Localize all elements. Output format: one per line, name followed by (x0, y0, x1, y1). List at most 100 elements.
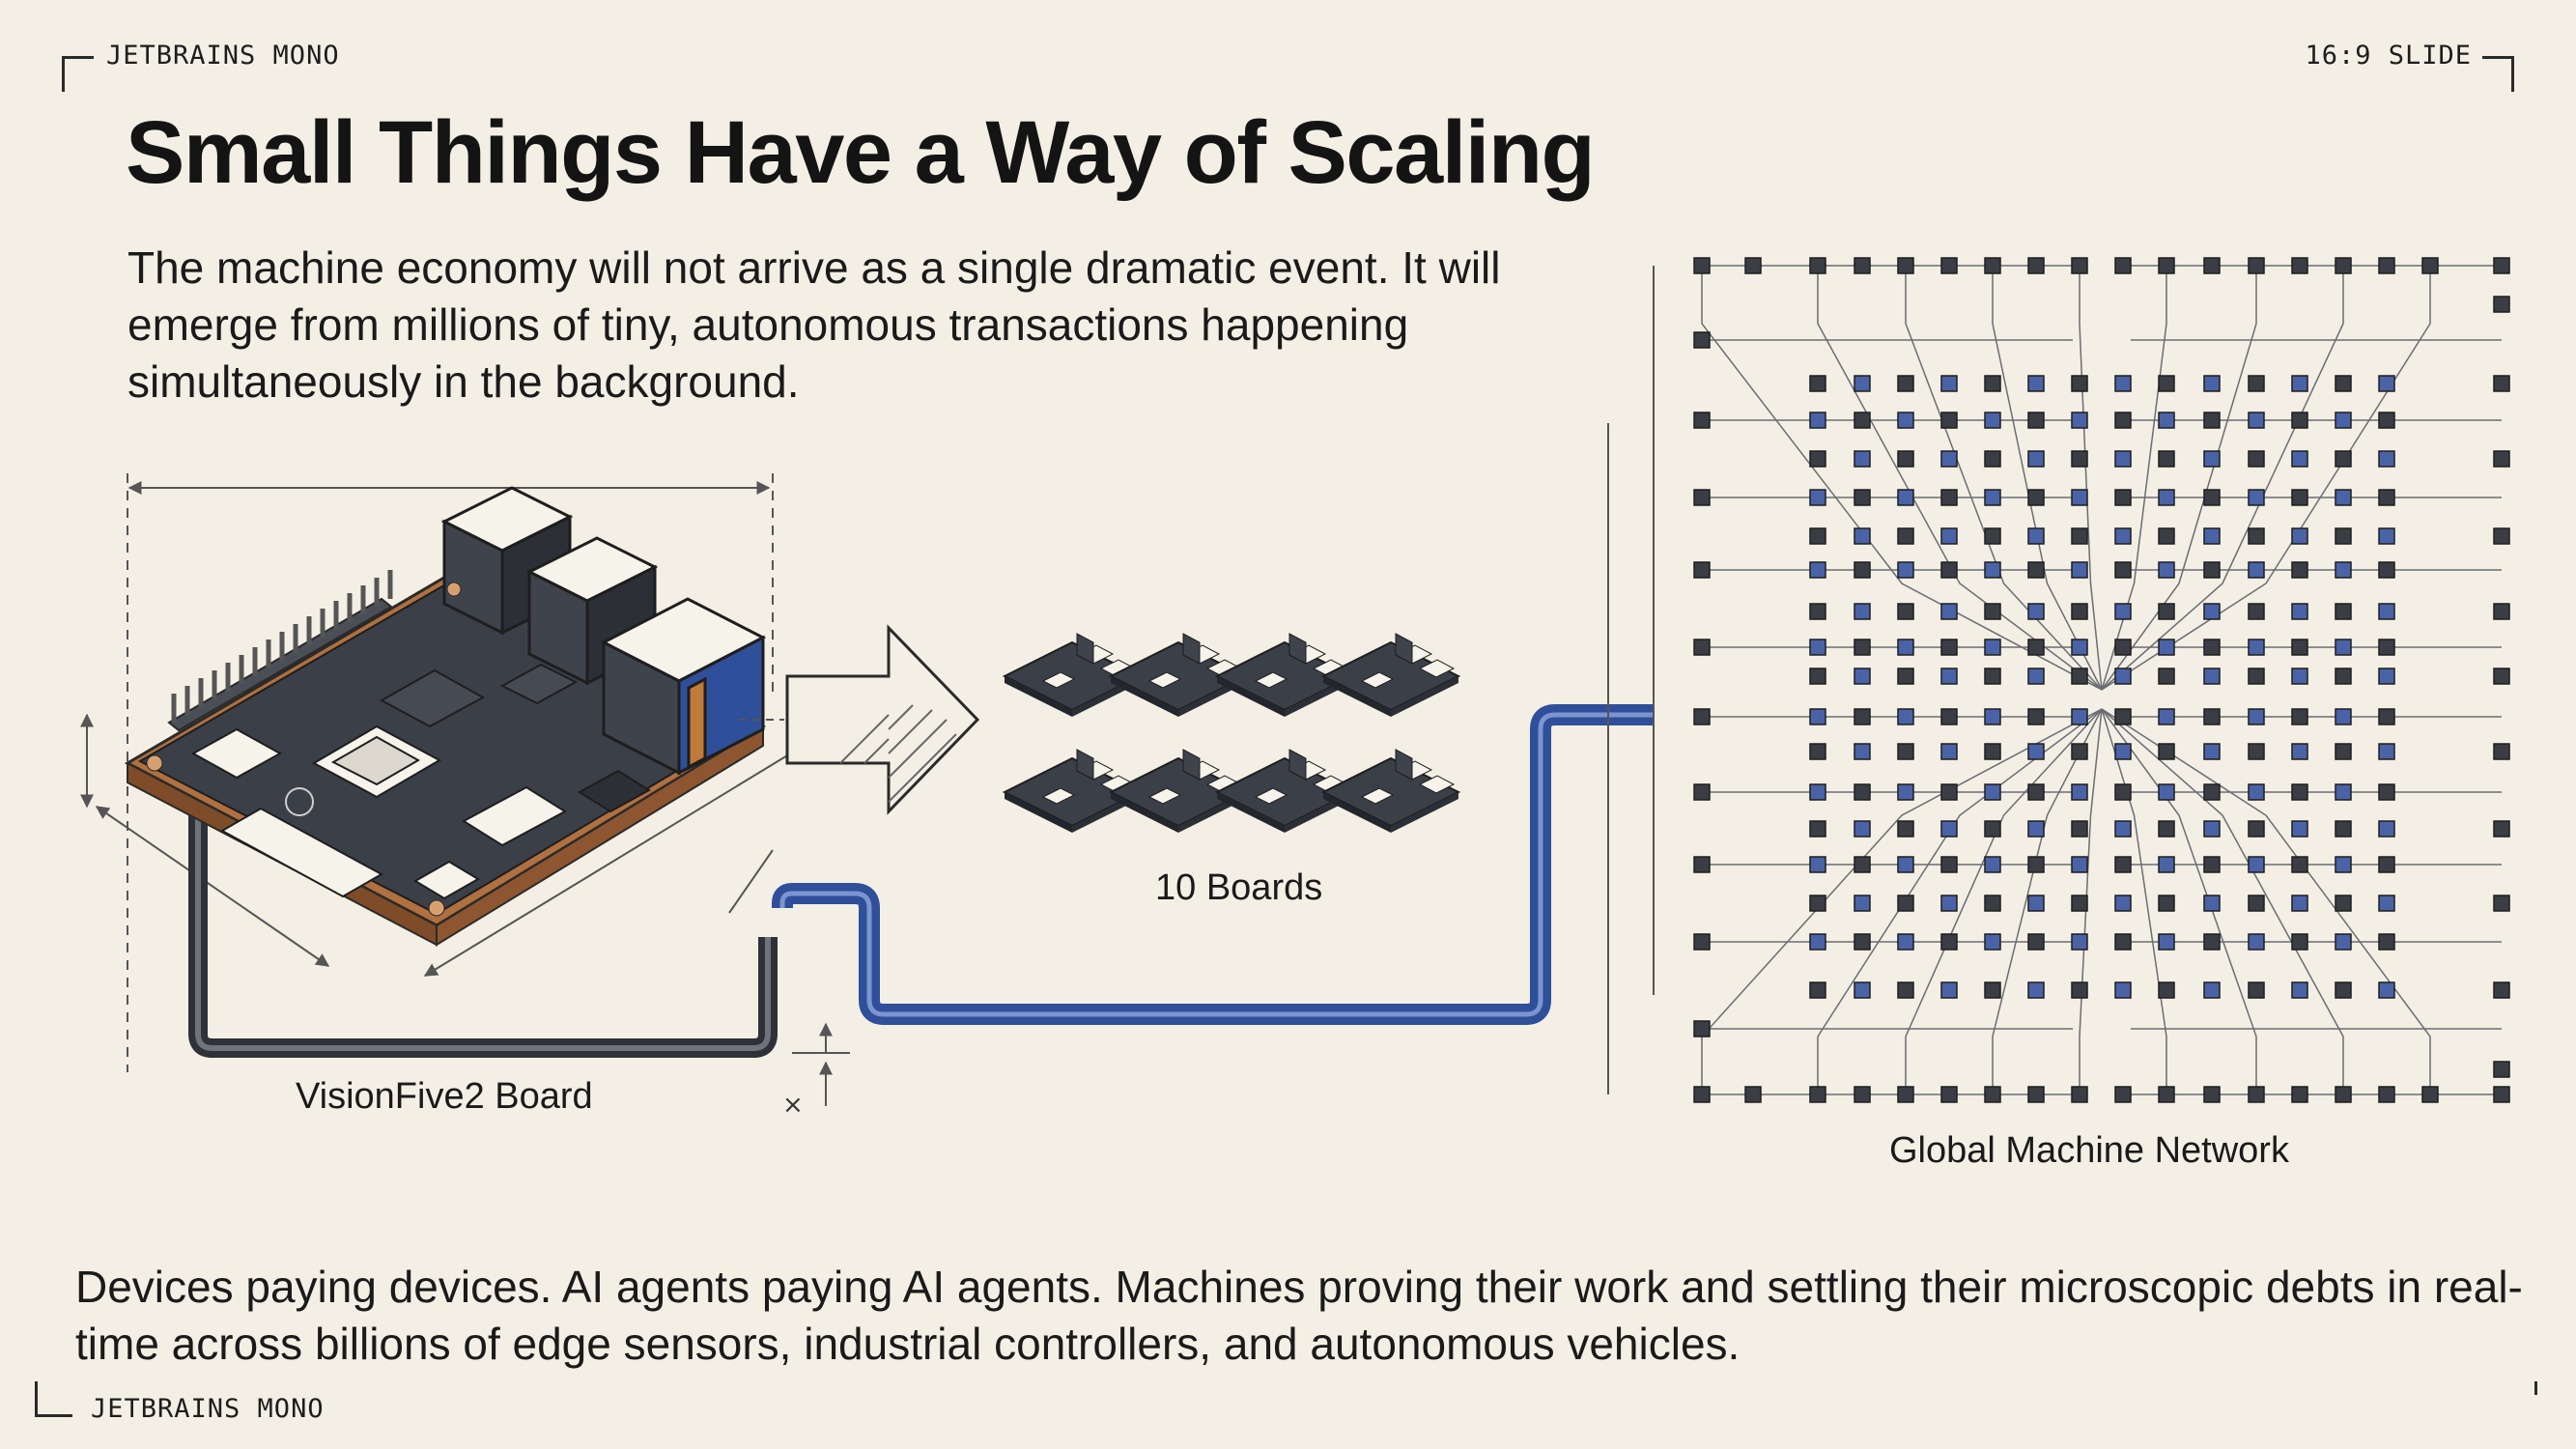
network-node (1693, 489, 1711, 506)
network-node (2203, 668, 2221, 685)
network-node (2114, 639, 2132, 656)
network-node (2071, 895, 2088, 912)
network-node (1809, 603, 1826, 620)
network-node (1984, 856, 2001, 873)
network-node (1897, 1086, 1914, 1103)
corner-label-top-right: 16:9 SLIDE (2305, 41, 2472, 71)
network-node (2335, 375, 2352, 392)
network-node (2493, 981, 2510, 999)
network-node (2248, 856, 2265, 873)
network-node (1984, 820, 2001, 838)
network-node (1809, 708, 1826, 725)
network-node (2071, 450, 2088, 468)
network-node (1854, 820, 1871, 838)
network-node (2027, 1086, 2045, 1103)
global-machine-network (1607, 257, 2510, 1103)
network-node (2203, 820, 2221, 838)
network-node (1940, 561, 1958, 579)
network-node (2378, 743, 2395, 760)
corner-label-top-left: JETBRAINS MONO (106, 41, 340, 71)
network-node (2335, 856, 2352, 873)
network-node (2248, 561, 2265, 579)
network-node (2378, 489, 2395, 506)
network-node (2158, 603, 2175, 620)
network-node (1897, 375, 1914, 392)
network-node (2158, 668, 2175, 685)
network-node (2248, 895, 2265, 912)
mini-board (1002, 633, 1143, 717)
network-node (2248, 639, 2265, 656)
network-node (2335, 668, 2352, 685)
network-node (2335, 257, 2352, 274)
network-node (1940, 668, 1958, 685)
network-node (2114, 603, 2132, 620)
network-node (2378, 820, 2395, 838)
network-node (2248, 450, 2265, 468)
network-node (1854, 1086, 1871, 1103)
network-node (1897, 933, 1914, 951)
network-node (1809, 668, 1826, 685)
network-node (2248, 1086, 2265, 1103)
network-node (1984, 561, 2001, 579)
network-node (2071, 561, 2088, 579)
network-node (2071, 1086, 2088, 1103)
network-node (2203, 561, 2221, 579)
network-node (2203, 257, 2221, 274)
network-node (2291, 895, 2308, 912)
network-node (2027, 668, 2045, 685)
network-node (2335, 489, 2352, 506)
network-node (2378, 895, 2395, 912)
network-node (2248, 375, 2265, 392)
network-node (1984, 981, 2001, 999)
network-node (2027, 375, 2045, 392)
network-node (2378, 708, 2395, 725)
network-node (2291, 412, 2308, 429)
network-node (2071, 933, 2088, 951)
network-node (2114, 527, 2132, 545)
network-node (2378, 783, 2395, 801)
network-node (2378, 603, 2395, 620)
network-node (1940, 1086, 1958, 1103)
network-node (2248, 668, 2265, 685)
network-node (1809, 856, 1826, 873)
network-node (1897, 257, 1914, 274)
network-node (1809, 561, 1826, 579)
network-node (1854, 527, 1871, 545)
network-node (1854, 489, 1871, 506)
network-node (1854, 257, 1871, 274)
network-node (2493, 375, 2510, 392)
network-node (2493, 527, 2510, 545)
network-node (2071, 708, 2088, 725)
network-node (2291, 489, 2308, 506)
network-node (2158, 450, 2175, 468)
network-node (2335, 561, 2352, 579)
network-node (2378, 375, 2395, 392)
network-node (2248, 820, 2265, 838)
network-node (1854, 856, 1871, 873)
network-node (2114, 743, 2132, 760)
cluster-caption: 10 Boards (1155, 867, 1323, 908)
network-node (1897, 820, 1914, 838)
network-node (1854, 783, 1871, 801)
network-node (2378, 668, 2395, 685)
network-node (2158, 895, 2175, 912)
network-node (2248, 603, 2265, 620)
network-node (1897, 639, 1914, 656)
network-node (2335, 981, 2352, 999)
network-node (1693, 639, 1711, 656)
network-node (2493, 296, 2510, 313)
network-node (1897, 603, 1914, 620)
network-node (2027, 708, 2045, 725)
network-node (2027, 981, 2045, 999)
network-node (1854, 933, 1871, 951)
network-node (2335, 450, 2352, 468)
network-node (1984, 257, 2001, 274)
network-node (2378, 856, 2395, 873)
network-node (1897, 708, 1914, 725)
network-node (1809, 1086, 1826, 1103)
network-node (2493, 743, 2510, 760)
network-node (1693, 783, 1711, 801)
slide-title: Small Things Have a Way of Scaling (126, 103, 1596, 202)
network-node (2493, 257, 2510, 274)
network-node (1897, 668, 1914, 685)
